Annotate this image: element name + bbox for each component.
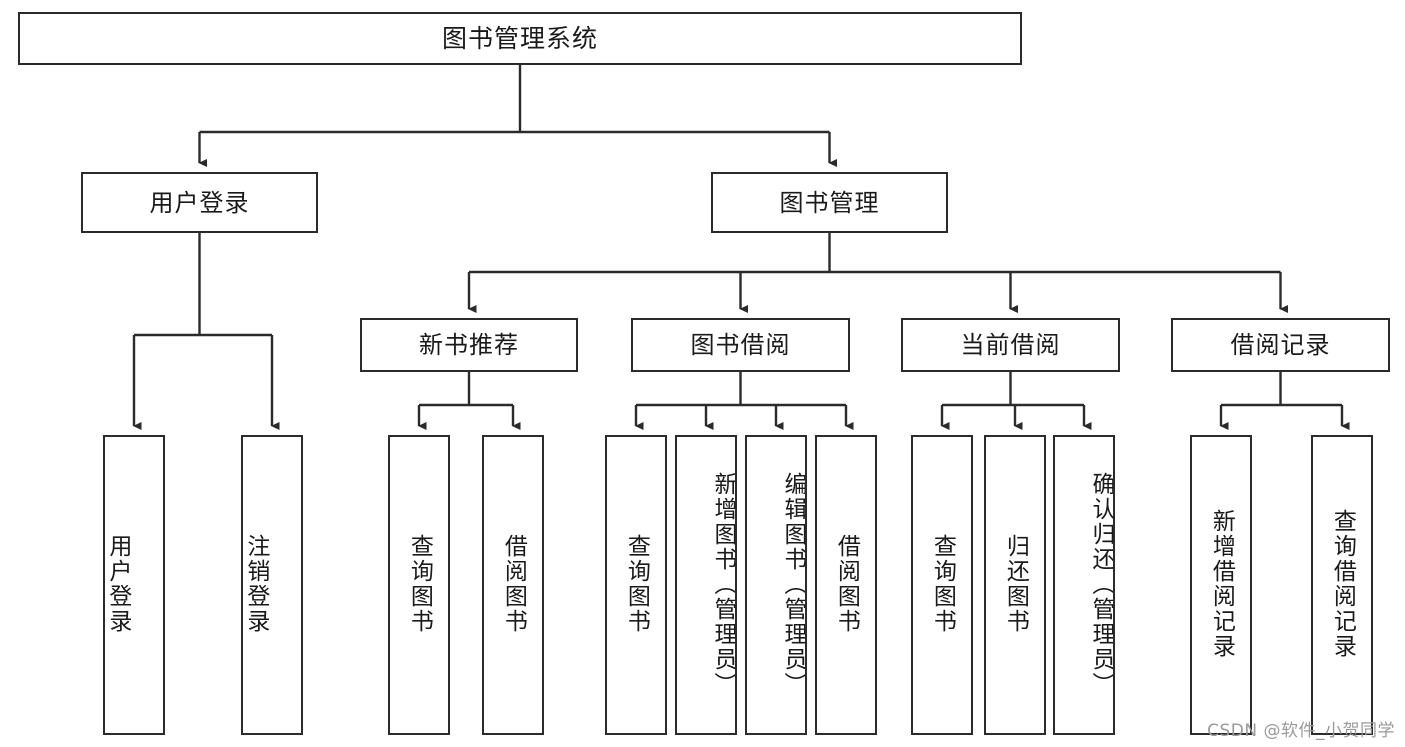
node-l1-0: 用户登录 — [81, 172, 318, 233]
node-leaf-4: 查询图书 — [605, 435, 667, 735]
node-l2-2: 当前借阅 — [901, 318, 1120, 372]
watermark-label: CSDN @软件_小贺同学 — [1207, 721, 1395, 741]
node-leaf-0: 用户登录 — [103, 435, 165, 735]
node-leaf-11: 新增借阅记录 — [1190, 435, 1252, 735]
node-l2-0: 新书推荐 — [360, 318, 578, 372]
node-root: 图书管理系统 — [18, 12, 1022, 65]
edge-bus-l1-1 — [469, 233, 1281, 274]
node-l2-1: 图书借阅 — [631, 318, 850, 372]
node-leaf-10: 确认归还（管理员） — [1053, 435, 1115, 735]
node-leaf-2: 查询图书 — [388, 435, 450, 735]
edge-bus-l1-0 — [134, 233, 272, 337]
node-leaf-12: 查询借阅记录 — [1311, 435, 1373, 735]
node-leaf-6: 编辑图书（管理员） — [745, 435, 807, 735]
edge-bus-l2-3 — [1221, 372, 1342, 407]
edge-bus-l2-2 — [942, 372, 1084, 407]
edge-bus-root — [199, 65, 830, 134]
node-leaf-1: 注销登录 — [241, 435, 303, 735]
node-l1-1: 图书管理 — [711, 172, 948, 233]
edge-bus-l2-0 — [419, 372, 513, 407]
node-leaf-5: 新增图书（管理员） — [675, 435, 737, 735]
node-l2-3: 借阅记录 — [1171, 318, 1390, 372]
node-leaf-7: 借阅图书 — [815, 435, 877, 735]
node-leaf-8: 查询图书 — [911, 435, 973, 735]
edge-bus-l2-1 — [636, 372, 846, 407]
node-leaf-3: 借阅图书 — [482, 435, 544, 735]
node-leaf-9: 归还图书 — [984, 435, 1046, 735]
